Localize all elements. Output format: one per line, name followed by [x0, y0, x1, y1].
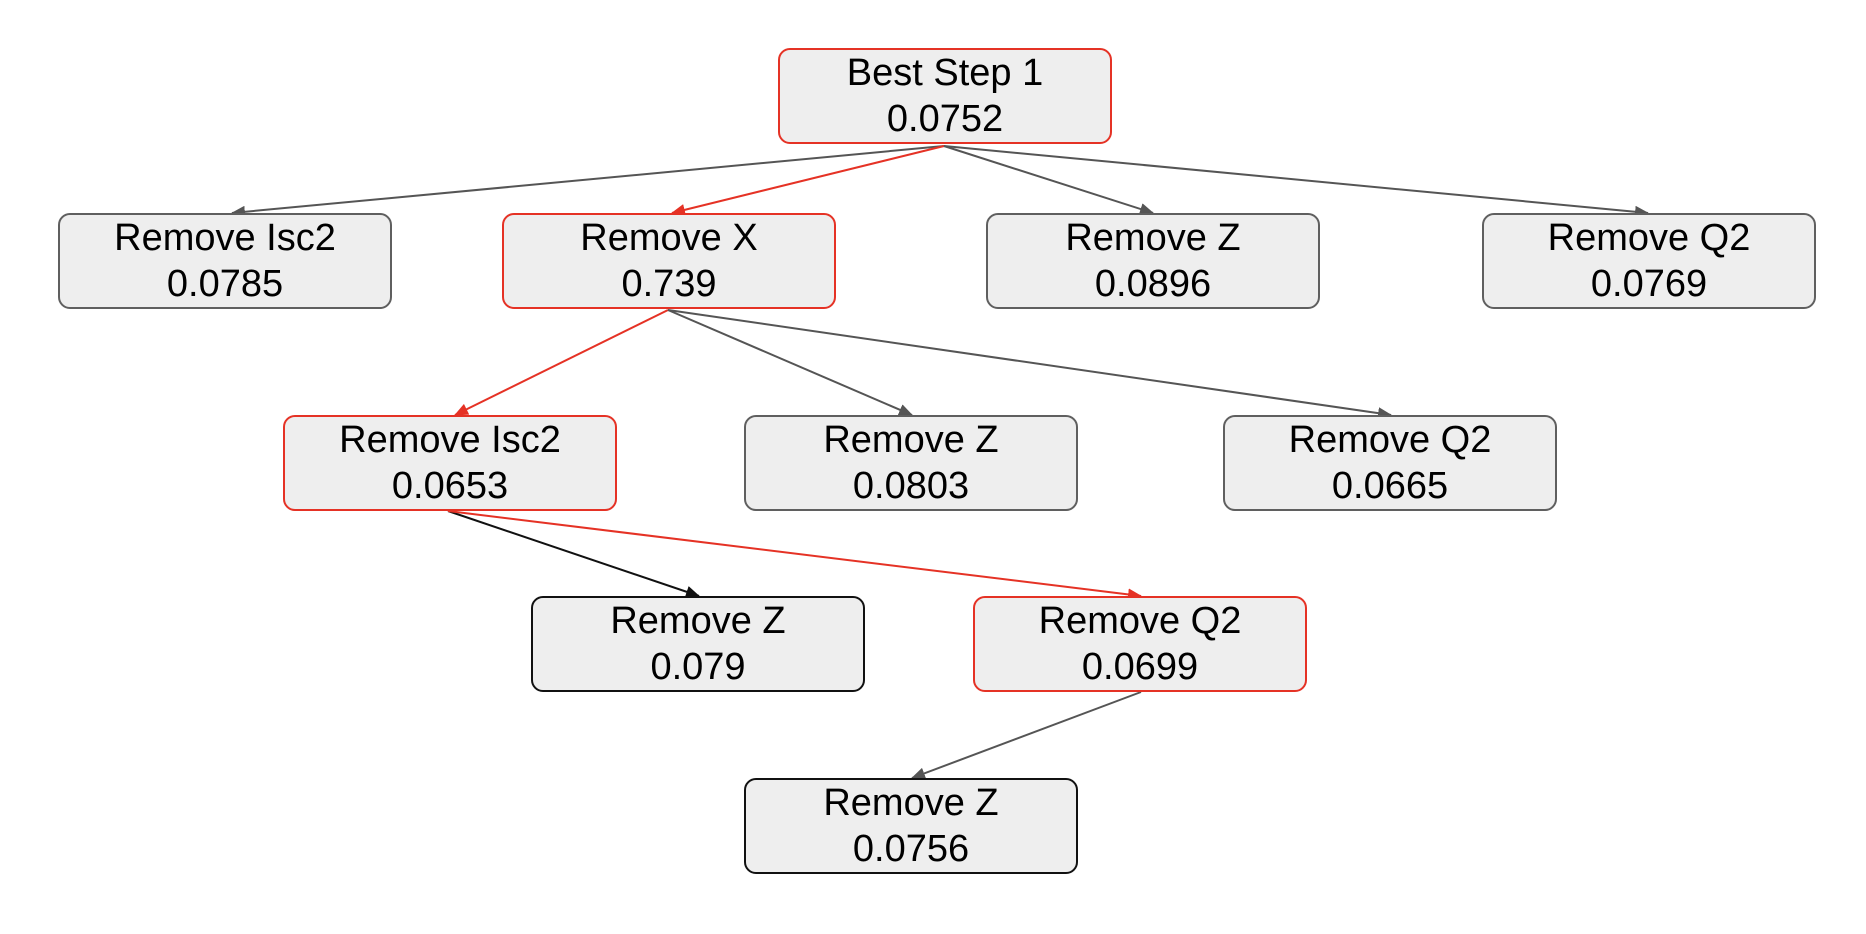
node-value: 0.0756 [852, 828, 970, 870]
node-l4-remove-z: Remove Z 0.0756 [744, 778, 1078, 874]
node-l1-remove-z: Remove Z 0.0896 [986, 213, 1320, 309]
edge-root-to-l1-x [671, 145, 945, 216]
node-label: Remove Z [823, 782, 999, 824]
node-label: Remove Isc2 [114, 217, 336, 259]
node-label: Remove X [580, 217, 758, 259]
node-l1-remove-x: Remove X 0.739 [502, 213, 836, 309]
node-value: 0.0699 [1081, 646, 1199, 688]
edge-l3-q2-to-l4-z [911, 691, 1142, 780]
node-value: 0.0653 [391, 465, 509, 507]
node-l2-remove-z: Remove Z 0.0803 [744, 415, 1078, 511]
node-label: Remove Isc2 [339, 419, 561, 461]
edge-l1-x-to-l2-q2 [667, 309, 1392, 420]
node-value: 0.0752 [886, 98, 1004, 140]
node-l1-remove-isc2: Remove Isc2 0.0785 [58, 213, 392, 309]
node-l2-remove-isc2: Remove Isc2 0.0653 [283, 415, 617, 511]
edge-l2-isc2-to-l3-q2 [447, 510, 1142, 601]
node-label: Remove Z [823, 419, 999, 461]
node-value: 0.739 [621, 263, 717, 305]
node-l3-remove-z: Remove Z 0.079 [531, 596, 865, 692]
node-label: Remove Q2 [1038, 600, 1242, 642]
node-value: 0.0665 [1331, 465, 1449, 507]
node-root: Best Step 1 0.0752 [778, 48, 1112, 144]
edge-l2-isc2-to-l3-z [447, 510, 700, 598]
node-l1-remove-q2: Remove Q2 0.0769 [1482, 213, 1816, 309]
node-label: Remove Q2 [1547, 217, 1751, 259]
edge-l1-x-to-l2-z [667, 309, 913, 416]
node-value: 0.079 [650, 646, 746, 688]
node-value: 0.0803 [852, 465, 970, 507]
node-l3-remove-q2: Remove Q2 0.0699 [973, 596, 1307, 692]
node-label: Best Step 1 [846, 52, 1044, 94]
node-value: 0.0785 [166, 263, 284, 305]
edge-l1-x-to-l2-isc2 [454, 309, 669, 416]
edge-root-to-l1-q2 [943, 145, 1649, 218]
node-label: Remove Q2 [1288, 419, 1492, 461]
edge-root-to-l1-isc2 [231, 145, 945, 218]
node-label: Remove Z [610, 600, 786, 642]
node-label: Remove Z [1065, 217, 1241, 259]
edge-root-to-l1-z [943, 145, 1154, 215]
node-value: 0.0769 [1590, 263, 1708, 305]
node-l2-remove-q2: Remove Q2 0.0665 [1223, 415, 1557, 511]
node-value: 0.0896 [1094, 263, 1212, 305]
